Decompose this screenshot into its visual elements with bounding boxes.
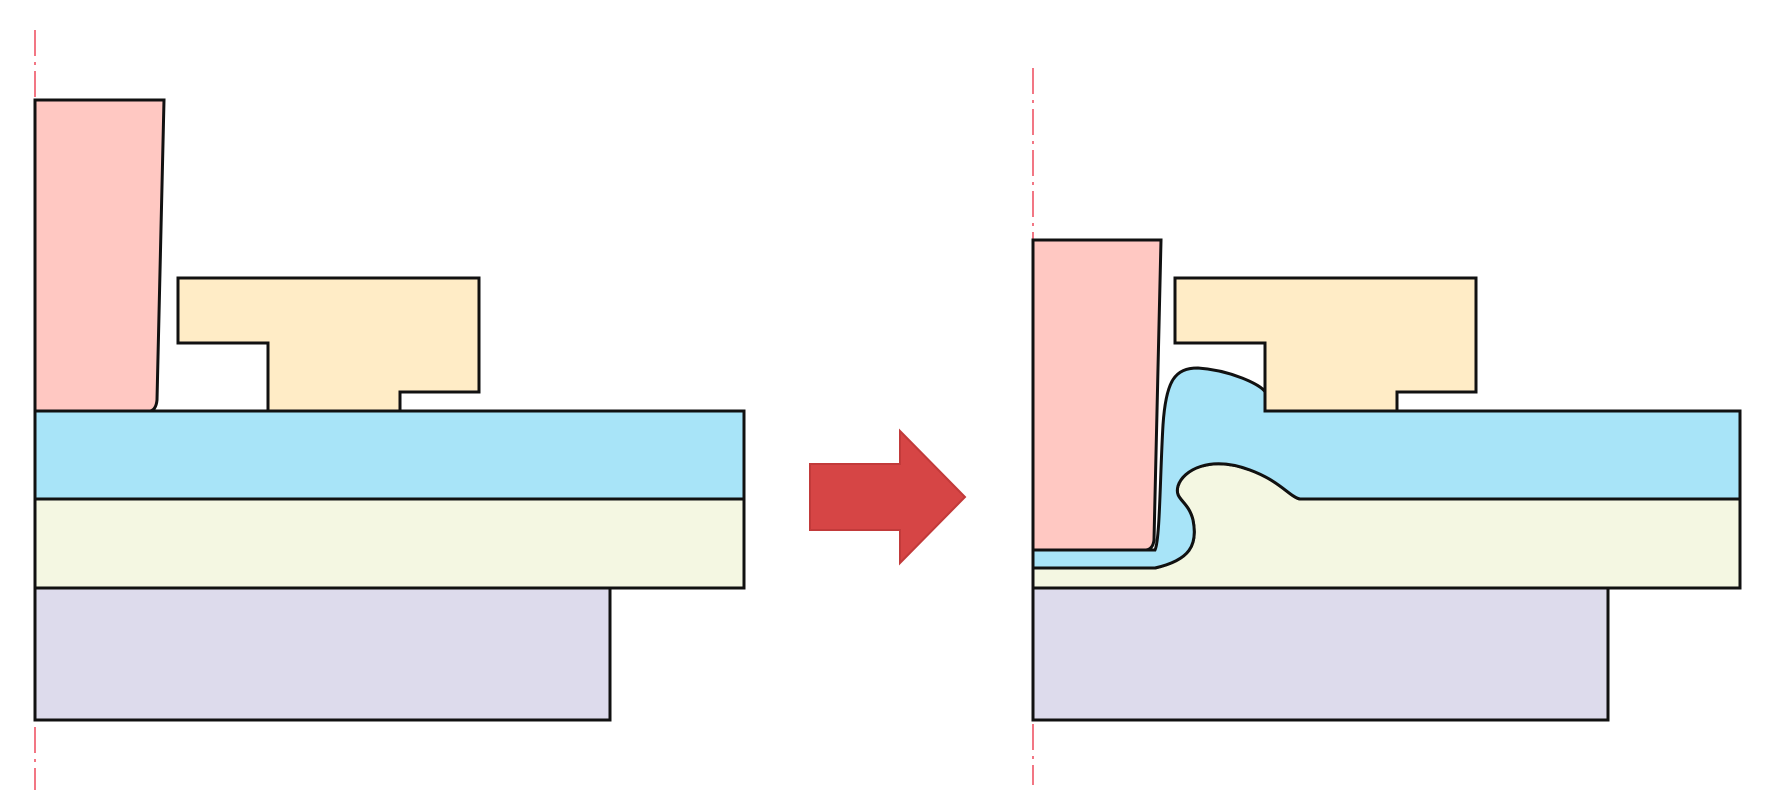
blank-holder	[176, 276, 481, 413]
punch	[33, 98, 166, 413]
die	[33, 586, 612, 722]
panel-after	[1031, 68, 1742, 785]
punch	[1031, 238, 1163, 552]
die	[1031, 586, 1610, 722]
process-arrow	[809, 428, 967, 566]
upper-sheet	[1031, 366, 1742, 570]
blank-holder	[1173, 276, 1478, 413]
lower-sheet	[33, 497, 746, 590]
upper-sheet	[33, 409, 746, 501]
panel-before	[33, 30, 746, 790]
